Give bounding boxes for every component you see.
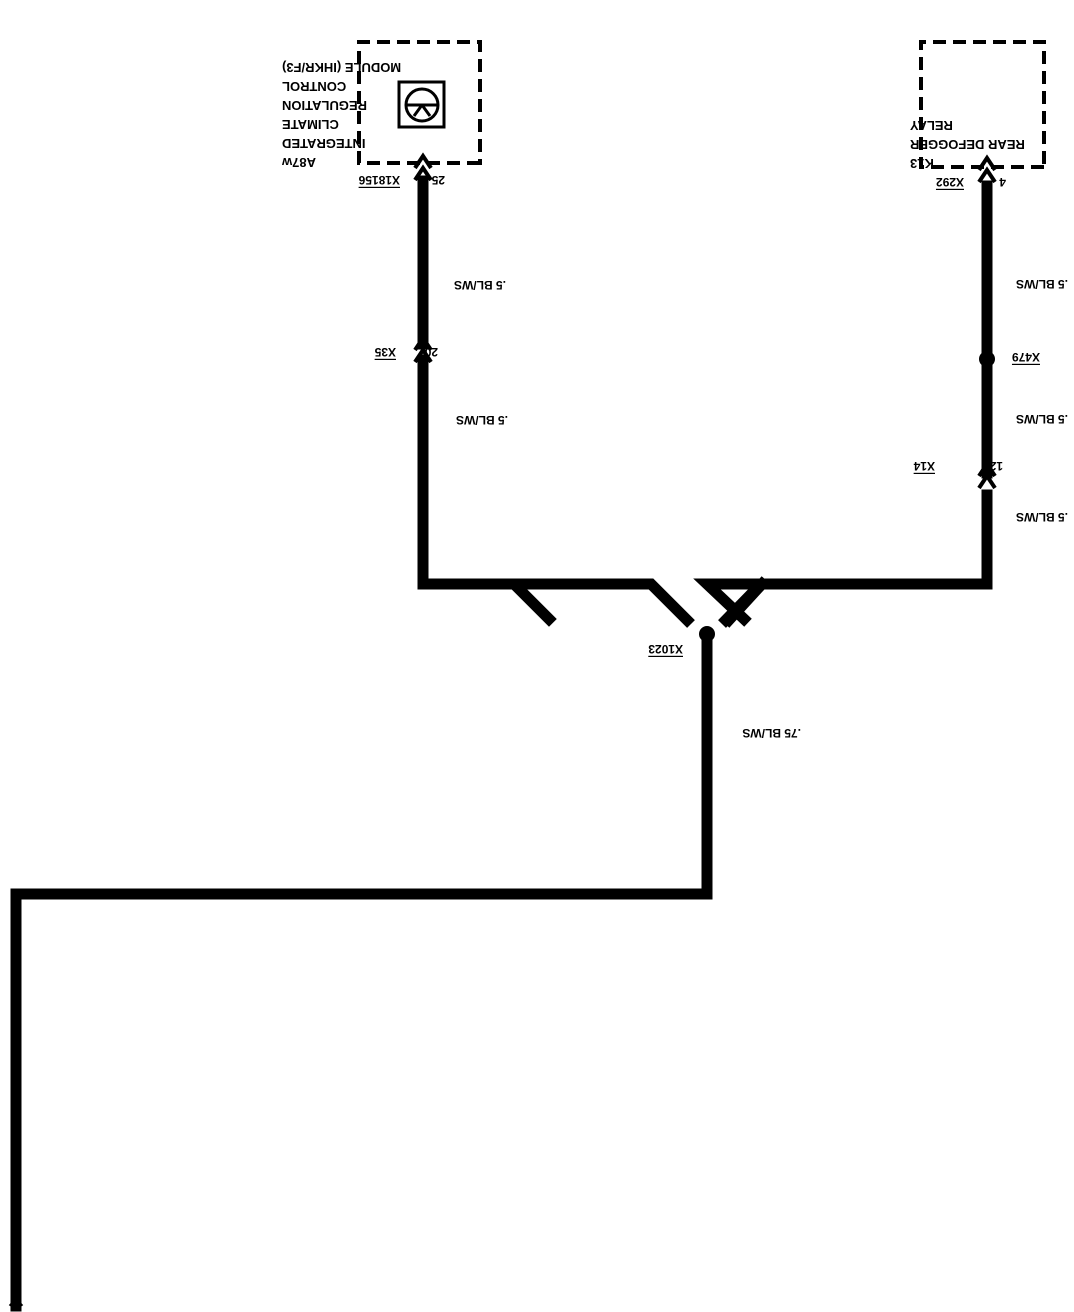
connector-x35-icon: [413, 334, 433, 364]
relay-ref: K13: [910, 156, 934, 171]
climate-module-ref: A87w: [281, 155, 316, 170]
climate-module-line-4: CONTROL: [282, 79, 346, 94]
labels: A87w INTEGRATED CLIMATE REGULATION CONTR…: [281, 60, 1068, 740]
relay-line-2: RELAY: [910, 118, 953, 133]
connector-x35-label: X35: [374, 345, 396, 359]
connector-x292-label: X292: [936, 175, 964, 189]
relay-line-1: REAR DEFOGGER: [909, 137, 1024, 152]
wire-junction-right: [718, 578, 987, 628]
climate-module-line-3: REGULATION: [282, 98, 367, 113]
wire-left-upper-label: .5 BL/WS: [454, 278, 506, 292]
junction-x1023-label: X1023: [648, 642, 683, 656]
splice-x479-dot: [979, 351, 995, 367]
climate-module-line-2: CLIMATE: [282, 117, 339, 132]
wire-main-trunk: [10, 631, 713, 1312]
wire-main-label: .75 BL/WS: [742, 726, 801, 740]
junction-lines: [423, 578, 987, 628]
connector-x292-icon: [977, 154, 997, 184]
connector-x18156-label: X18156: [358, 173, 400, 187]
connector-x35-pin: 20: [424, 345, 438, 359]
wire-end-squiggle-icon: [8, 1300, 24, 1307]
junction-x1023-dot: [699, 626, 715, 642]
wire-right-middle-label: .5 BL/WS: [1016, 412, 1068, 426]
module-symbol-icon: [397, 80, 446, 129]
wire-right-branch: [693, 180, 993, 627]
connector-x14-icon: [977, 460, 997, 490]
wire-junction-left: [423, 578, 695, 628]
wire-network: [10, 175, 993, 1312]
wire-right-lower-label: .5 BL/WS: [1016, 510, 1068, 524]
wire-left-branch: [417, 175, 557, 627]
wire-right-upper-label: .5 BL/WS: [1016, 277, 1068, 291]
defogger-relay-box: [919, 40, 1046, 169]
climate-module-box: [357, 40, 482, 165]
connector-x292-pin: 4: [999, 175, 1006, 189]
connector-x18156-pin: 25: [431, 173, 445, 187]
wire-left-lower-label: .5 BL/WS: [456, 413, 508, 427]
splice-x479-label: X479: [1012, 350, 1040, 364]
climate-module-line-1: INTEGRATED: [282, 136, 366, 151]
climate-module-line-5: MODULE (IHKR/F3): [282, 60, 401, 75]
connector-x14-label: X14: [913, 459, 935, 473]
connector-x14-pin: 12: [989, 459, 1003, 473]
